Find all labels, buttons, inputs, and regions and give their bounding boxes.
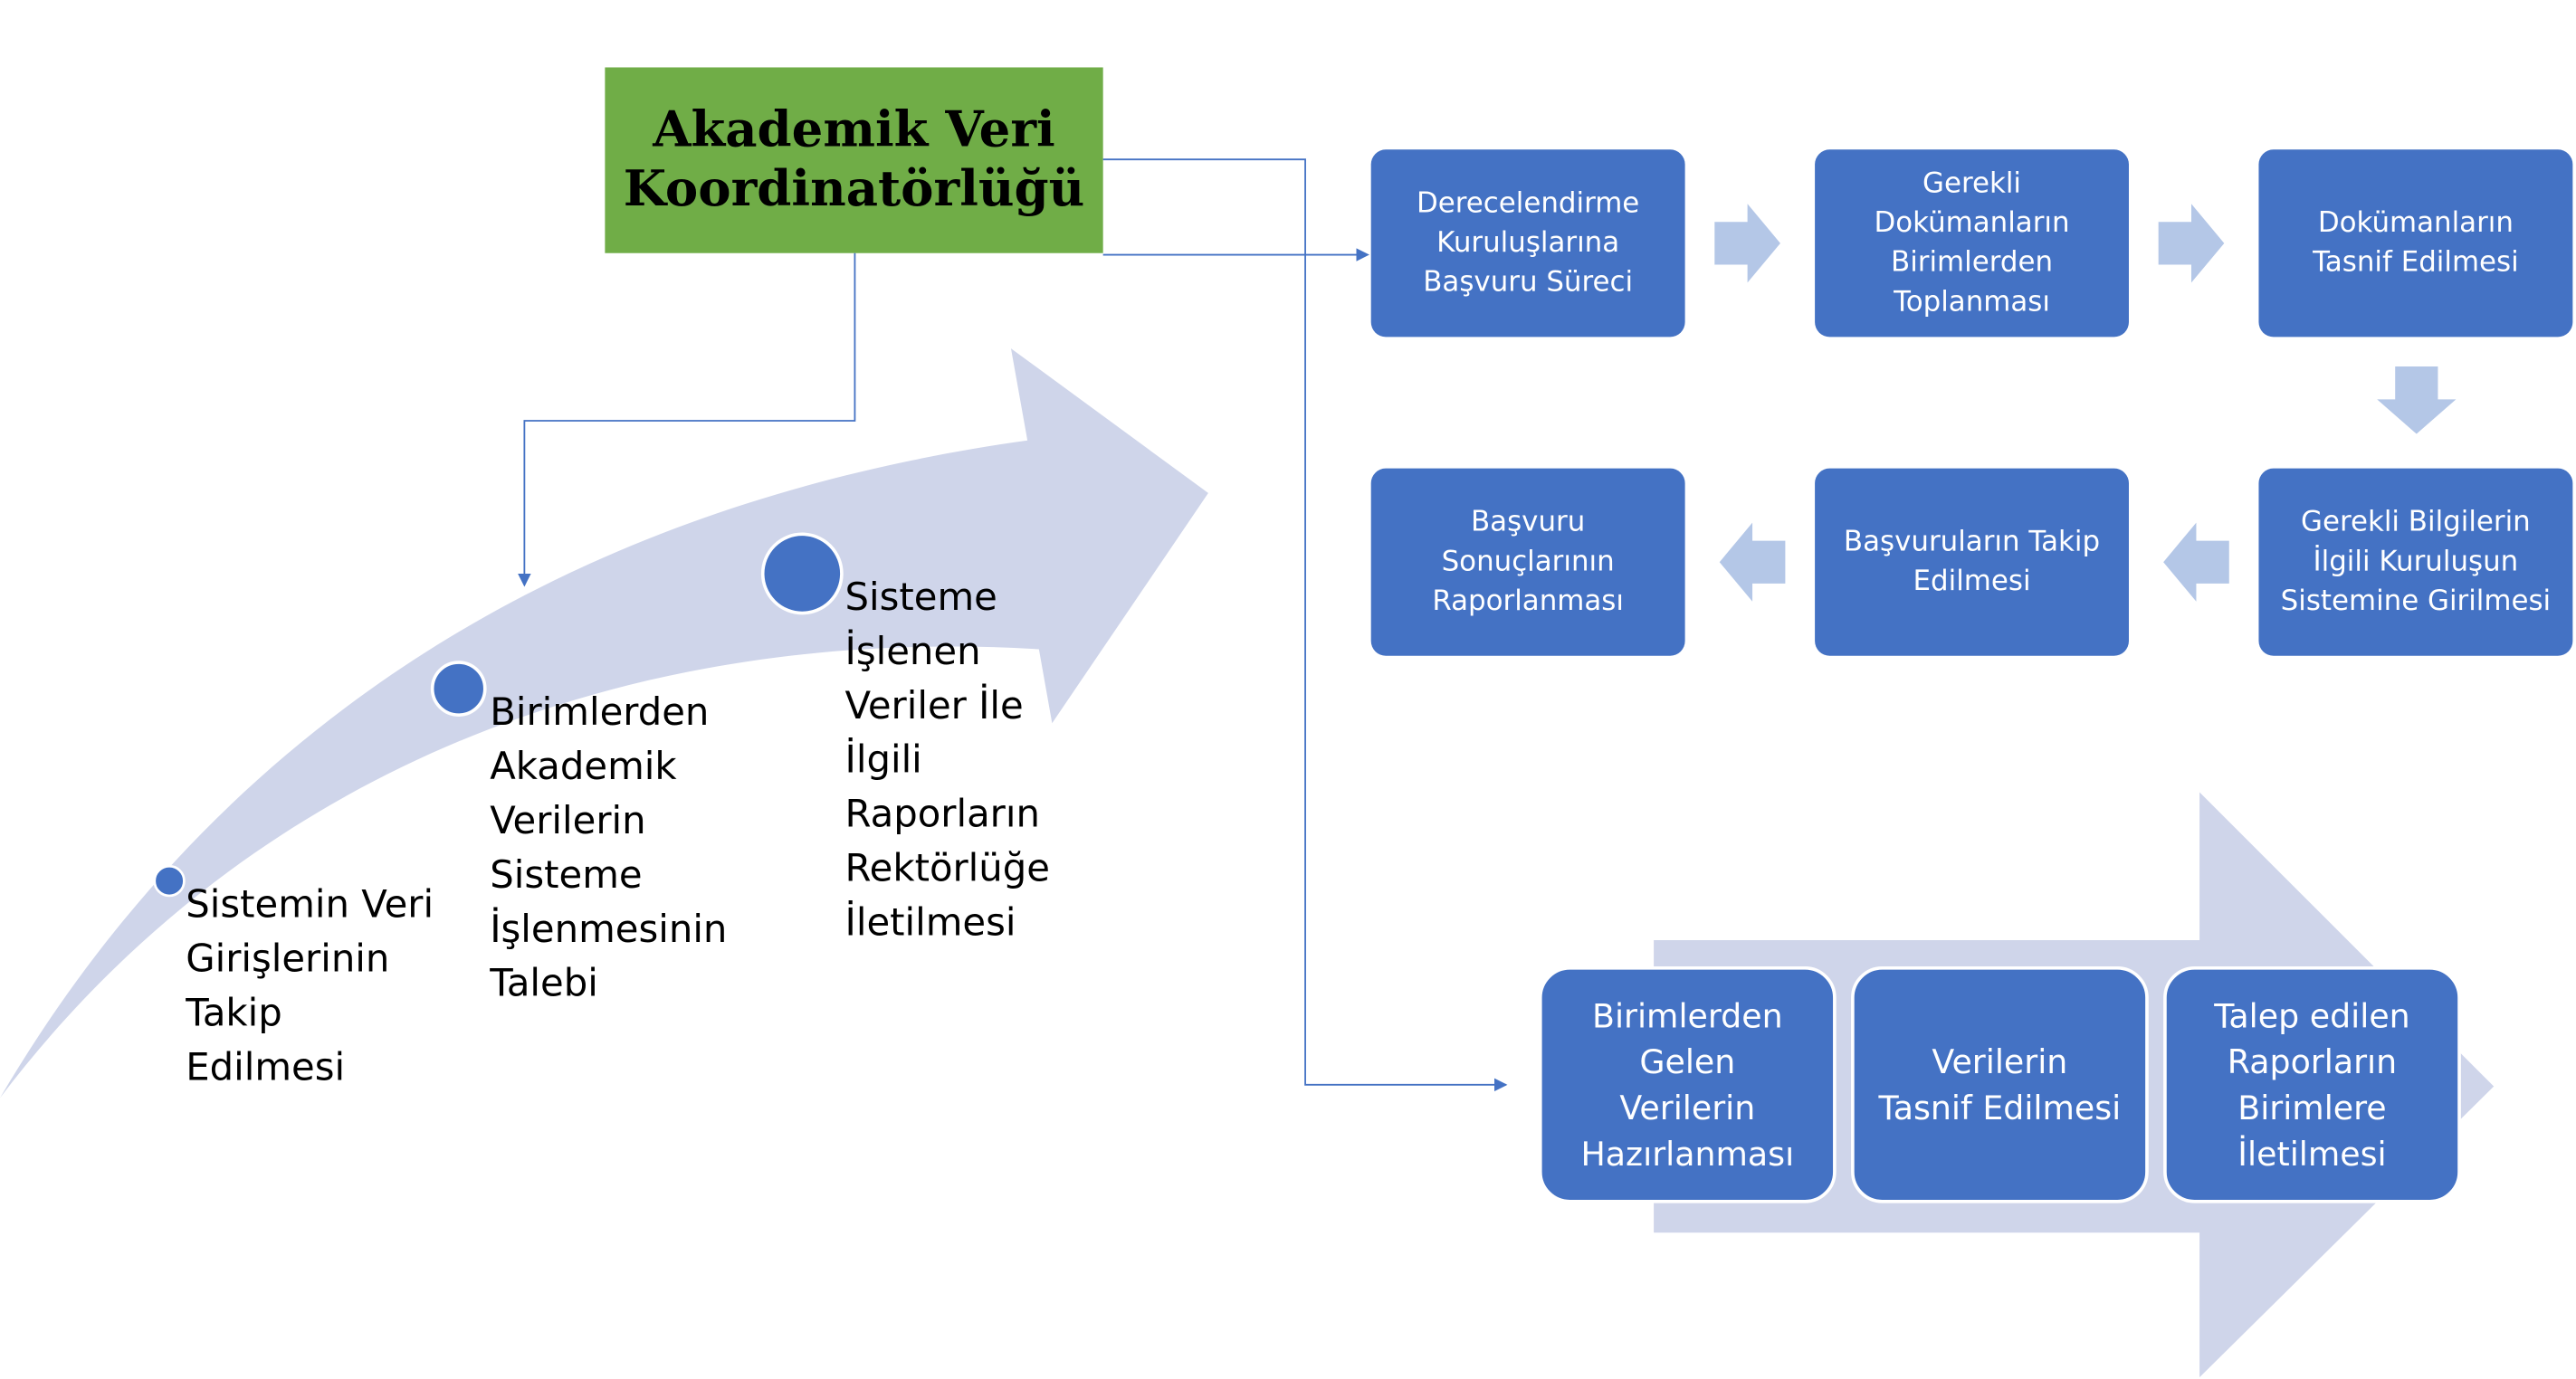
arrow-right-1 (1714, 204, 1780, 283)
arrow-right-2 (2158, 204, 2225, 283)
curve-step-dot-2 (430, 661, 487, 717)
curve-step-dot-3 (760, 532, 844, 615)
curved-progress-arrow (0, 348, 1208, 1098)
process-label-6: Başvuru Sonuçlarının Raporlanması (1432, 506, 1624, 618)
chevron-step-label-1: Birimlerden Gelen Verilerin Hazırlanması (1580, 995, 1795, 1174)
chevron-step-box-3 (2163, 966, 2461, 1203)
page-title: Akademik Veri Koordinatörlüğü (623, 100, 1085, 218)
arrow-left-2 (1719, 522, 1786, 602)
chevron-step-label-2: Verilerin Tasnif Edilmesi (1878, 1041, 2122, 1128)
arrow-down (2377, 366, 2457, 434)
process-box-2 (1815, 149, 2129, 338)
chevron-step-box-2 (1851, 966, 2149, 1203)
process-box-3 (2258, 149, 2573, 338)
process-label-1: Derecelendirme Kuruluşlarına Başvuru Sür… (1416, 187, 1640, 300)
chevron-step-box-1 (1538, 966, 1837, 1203)
process-label-2: Gerekli Dokümanların Birimlerden Toplanm… (1874, 167, 2070, 319)
process-label-5: Başvuruların Takip Edilmesi (1843, 526, 2101, 599)
curve-step-label-3: Sisteme İşlenen Veriler İle İlgili Rapor… (844, 576, 1050, 946)
curve-step-label-2: Birimlerden Akademik Verilerin Sisteme İ… (490, 691, 728, 1006)
connector-to-curve (518, 252, 856, 587)
connector-to-chevron (1102, 158, 1508, 1092)
curve-step-dot-1 (153, 864, 186, 898)
title-box (605, 67, 1103, 253)
process-box-5 (1815, 468, 2129, 656)
process-box-6 (1370, 468, 1685, 656)
process-label-4: Gerekli Bilgilerin İlgili Kuruluşun Sist… (2280, 506, 2552, 618)
process-box-4 (2258, 468, 2573, 656)
process-label-3: Dokümanların Tasnif Edilmesi (2313, 206, 2519, 280)
process-box-1 (1370, 149, 1685, 338)
chevron-step-label-3: Talep edilen Raporların Birimlere İletil… (2214, 995, 2410, 1174)
arrow-left-1 (2163, 522, 2229, 602)
curve-step-label-1: Sistemin Veri Girişlerinin Takip Edilmes… (186, 884, 434, 1090)
